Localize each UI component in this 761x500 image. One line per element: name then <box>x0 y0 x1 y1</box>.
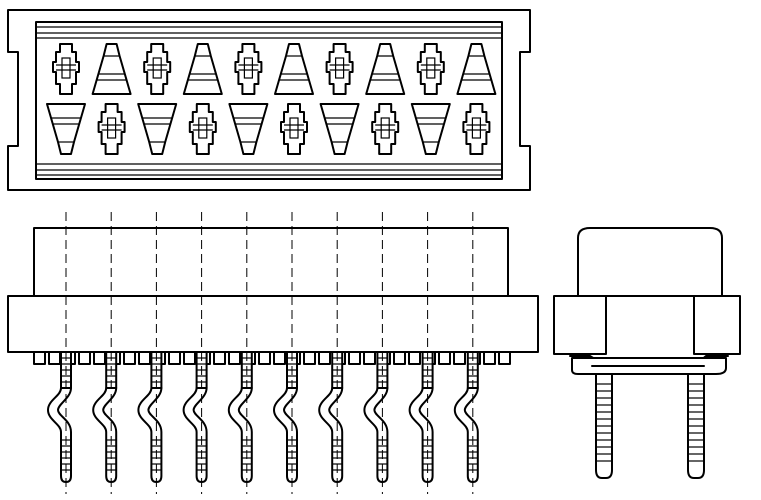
contact-clip <box>234 43 263 95</box>
standoff <box>453 351 466 365</box>
lead <box>318 351 344 483</box>
lead-bend <box>182 387 208 483</box>
lead-bend <box>408 387 434 483</box>
lead-bend <box>318 387 344 483</box>
front-view-upper-body <box>33 227 509 297</box>
contact-clip <box>462 103 491 155</box>
side-view-left-latch <box>553 295 607 355</box>
lead-bend <box>273 387 298 483</box>
contact-slot <box>289 117 299 139</box>
standoff <box>138 351 151 365</box>
contact-pair <box>137 43 178 155</box>
contact-trapezoid <box>365 43 406 95</box>
standoff <box>483 351 496 365</box>
contact-clip <box>143 43 172 95</box>
contact-trapezoid <box>319 103 360 155</box>
side-view-pin-ticks <box>596 383 704 462</box>
top-view-inner-cavity <box>35 21 503 180</box>
standoff <box>303 351 316 365</box>
contact-slot <box>61 57 71 79</box>
contact-pair <box>228 43 269 155</box>
lead-bend <box>453 387 479 483</box>
contact-slot <box>471 117 481 139</box>
standoff <box>393 351 406 365</box>
contact-trapezoid <box>410 103 451 155</box>
contact-clip <box>371 103 400 155</box>
contact-pair <box>365 43 406 155</box>
standoff <box>363 351 376 365</box>
contact-pair <box>182 43 223 155</box>
contact-clip <box>97 103 126 155</box>
contact-pair <box>456 43 497 155</box>
lead <box>408 351 434 483</box>
lead <box>273 351 298 483</box>
lead <box>227 351 253 483</box>
contact-clip <box>325 43 354 95</box>
contact-trapezoid <box>182 43 223 95</box>
contact-clip <box>416 43 445 95</box>
lead-bend <box>137 387 163 483</box>
front-view-leads <box>47 351 479 483</box>
standoff <box>48 351 61 365</box>
lead-bend <box>47 387 72 483</box>
lead <box>47 351 72 483</box>
contact-pair <box>91 43 132 155</box>
top-view <box>7 9 531 191</box>
contact-slot <box>426 57 436 79</box>
side-view-top-cap <box>577 227 723 299</box>
standoff <box>78 351 91 365</box>
top-view-housing-outline <box>7 9 531 191</box>
lead-bend <box>227 387 253 483</box>
contact-trapezoid <box>91 43 132 95</box>
standoff <box>228 351 241 365</box>
standoff <box>438 351 451 365</box>
front-view <box>7 212 539 494</box>
contact-slot <box>152 57 162 79</box>
contact-pair <box>274 43 314 155</box>
lead <box>137 351 163 483</box>
contact-trapezoid <box>456 43 497 95</box>
standoff <box>123 351 136 365</box>
contact-slot <box>380 117 390 139</box>
contact-clip <box>188 103 217 155</box>
standoff <box>408 351 421 365</box>
contact-slot <box>106 117 117 139</box>
front-view-flange <box>7 295 539 353</box>
standoff <box>213 351 226 365</box>
contact-clip <box>52 43 80 95</box>
contact-slot <box>243 57 253 79</box>
standoff <box>348 351 361 365</box>
front-view-centerlines <box>65 212 474 494</box>
standoff <box>258 351 271 365</box>
contact-pair <box>319 43 360 155</box>
standoff <box>93 351 106 365</box>
side-view <box>553 227 741 479</box>
side-view-right-latch <box>693 295 741 355</box>
contact-trapezoid <box>228 103 269 155</box>
lead <box>363 351 389 483</box>
contact-trapezoid <box>274 43 314 95</box>
lead-bend <box>363 387 389 483</box>
standoff <box>498 351 511 365</box>
contact-trapezoid <box>46 103 86 155</box>
contact-pair <box>410 43 451 155</box>
contact-clip <box>280 103 308 155</box>
standoff <box>33 351 46 365</box>
standoff <box>168 351 181 365</box>
standoff <box>318 351 331 365</box>
lead <box>92 351 118 483</box>
lead <box>453 351 479 483</box>
lead-bend <box>92 387 118 483</box>
lead <box>182 351 208 483</box>
contact-slot <box>335 57 345 79</box>
contact-pair <box>46 43 86 155</box>
contact-slot <box>198 117 208 139</box>
contact-trapezoid <box>137 103 178 155</box>
top-view-contacts <box>46 43 497 155</box>
standoff <box>183 351 196 365</box>
standoff <box>273 351 286 365</box>
